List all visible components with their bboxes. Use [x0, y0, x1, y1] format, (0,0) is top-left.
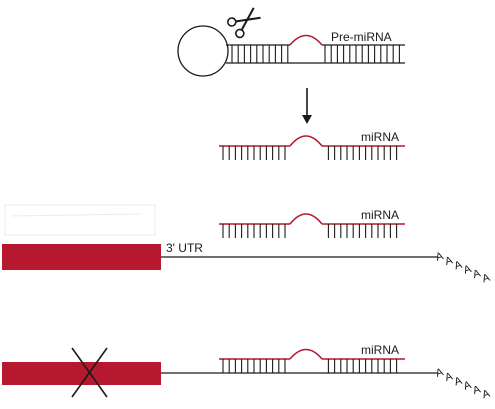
mirna-label-2: miRNA	[361, 208, 399, 222]
pre-mirna-label: Pre-miRNA	[331, 30, 392, 44]
poly-a-base: A	[462, 263, 473, 277]
poly-a-base: A	[481, 271, 492, 285]
mrna-coding-region-repressed	[2, 362, 161, 385]
faint-sketch	[4, 204, 156, 236]
bound-mirna-bases	[222, 224, 398, 238]
poly-a-base: A	[453, 375, 464, 389]
mrna-coding-region	[2, 244, 161, 270]
mirna-label-3: miRNA	[361, 343, 399, 357]
mirna-bulge	[289, 135, 323, 147]
mirna-bases	[222, 146, 398, 160]
poly-a-base: A	[471, 267, 482, 281]
paired-mirna-bulge	[289, 348, 323, 360]
poly-a-base: A	[444, 370, 455, 384]
poly-a-base: A	[481, 387, 492, 401]
scissors-icon	[226, 7, 261, 39]
arrow-down-icon	[302, 88, 312, 124]
hairpin-loop	[177, 25, 229, 77]
bound-mirna-bulge	[289, 213, 323, 225]
hairpin-base-pairs	[231, 45, 400, 63]
x-cross-icon	[71, 347, 108, 398]
poly-a-base: A	[471, 383, 482, 397]
utr-label: 3' UTR	[166, 241, 203, 255]
paired-mirna-base-pairs	[222, 359, 398, 373]
mirna-label-1: miRNA	[361, 130, 399, 144]
poly-a-base: A	[444, 254, 455, 268]
poly-a-base: A	[462, 379, 473, 393]
mature-mirna: miRNA	[219, 130, 405, 160]
poly-a-base: A	[453, 259, 464, 273]
pre-mirna-hairpin: Pre-miRNA	[177, 25, 405, 77]
poly-a-base: A	[434, 250, 445, 264]
hairpin-bulge	[289, 34, 323, 46]
poly-a-base: A	[434, 366, 445, 380]
